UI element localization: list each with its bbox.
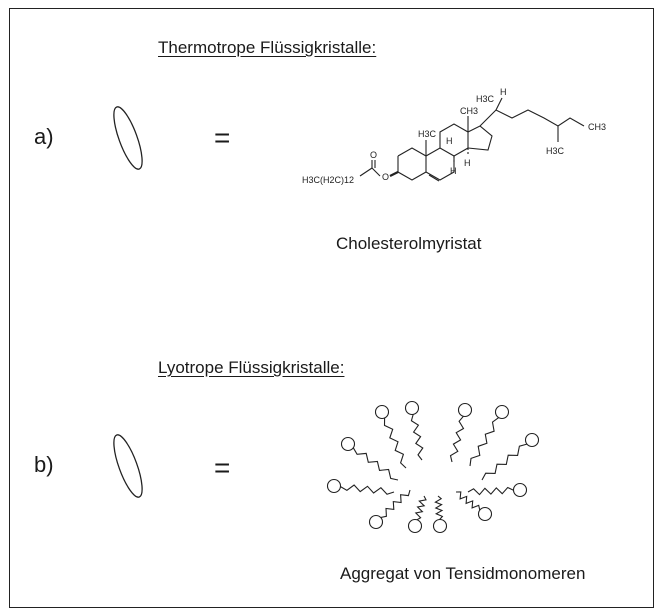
surfactant-tail xyxy=(380,489,411,519)
ellipse-shape-b xyxy=(113,434,143,498)
surfactant-tail xyxy=(469,417,500,467)
caption-aggregat: Aggregat von Tensidmonomeren xyxy=(340,564,586,583)
surfactant-monomer xyxy=(407,495,427,534)
surfactant-tail xyxy=(434,495,444,520)
surfactant-monomer xyxy=(432,495,448,534)
h-b-label: H xyxy=(464,158,471,168)
ring-methyl-label: H3C xyxy=(418,129,437,139)
top-methyl-label: H3C xyxy=(476,94,495,104)
label-b: b) xyxy=(34,452,54,477)
ester-chain-bond xyxy=(359,167,373,177)
surfactant-head xyxy=(494,404,510,420)
ester-carbonyl-bond-1 xyxy=(371,167,381,177)
surfactant-head xyxy=(512,482,528,498)
surfactant-monomer xyxy=(340,436,399,481)
surfactant-tail xyxy=(352,447,399,481)
ring-d xyxy=(467,125,493,151)
ch3-mid-label: CH3 xyxy=(460,106,478,116)
surfactant-tail xyxy=(414,495,427,521)
surfactant-head xyxy=(326,478,342,494)
surfactant-tail xyxy=(455,491,481,511)
surfactant-aggregate xyxy=(326,400,540,534)
ring-c xyxy=(439,123,469,157)
o-double-label: O xyxy=(370,150,377,160)
surfactant-head xyxy=(432,518,448,534)
surfactant-monomer xyxy=(481,432,540,481)
surfactant-tail xyxy=(449,415,465,463)
surfactant-tail xyxy=(340,484,395,495)
surfactant-head xyxy=(477,506,493,522)
equals-b: = xyxy=(214,452,231,483)
cholesterol-myristate-structure: H3C(H2C)12 O O H3C H3C CH3 H H H H CH3 H… xyxy=(302,87,606,185)
surfactant-monomer xyxy=(368,489,411,530)
heading-thermotropic: Thermotrope Flüssigkristalle: xyxy=(158,38,377,57)
h-side-label: H xyxy=(500,87,507,97)
surfactant-monomer xyxy=(449,402,473,463)
h3c-end-label: H3C xyxy=(546,146,565,156)
surfactant-head xyxy=(368,514,384,530)
equals-a: = xyxy=(214,122,231,153)
surfactant-head xyxy=(374,404,390,420)
ring-b xyxy=(425,147,455,181)
mesogen-ellipse-b xyxy=(113,434,143,498)
ring-b-double-bond xyxy=(428,174,440,182)
o-ester-label: O xyxy=(382,172,389,182)
surfactant-monomer xyxy=(326,478,395,495)
ellipse-shape-a xyxy=(113,106,143,170)
surfactant-head xyxy=(407,518,423,534)
surfactant-monomer xyxy=(455,491,493,522)
side-chain xyxy=(479,109,585,127)
heading-lyotropic: Lyotrope Flüssigkristalle: xyxy=(158,358,345,377)
ch3-end-label: CH3 xyxy=(588,122,606,132)
mesogen-ellipse-a xyxy=(113,106,143,170)
ester-o-bond xyxy=(389,171,399,177)
caption-cholesterolmyristat: Cholesterolmyristat xyxy=(336,234,482,253)
h-a-label: H xyxy=(450,166,457,176)
surfactant-tail xyxy=(410,414,424,461)
surfactant-monomer xyxy=(467,482,528,498)
surfactant-head xyxy=(524,432,540,448)
surfactant-monomer xyxy=(469,404,510,467)
chain-label: H3C(H2C)12 xyxy=(302,175,354,185)
h-c-label: H xyxy=(446,136,453,146)
label-a: a) xyxy=(34,124,54,149)
side-h-bond xyxy=(495,97,503,111)
surfactant-head xyxy=(340,436,356,452)
surfactant-head xyxy=(404,400,420,416)
surfactant-tail xyxy=(481,443,528,481)
surfactant-monomer xyxy=(374,404,407,469)
surfactant-tail xyxy=(383,417,407,469)
surfactant-head xyxy=(457,402,473,418)
ring-a xyxy=(397,147,427,181)
surfactant-tail xyxy=(467,486,514,496)
surfactant-monomer xyxy=(404,400,424,461)
